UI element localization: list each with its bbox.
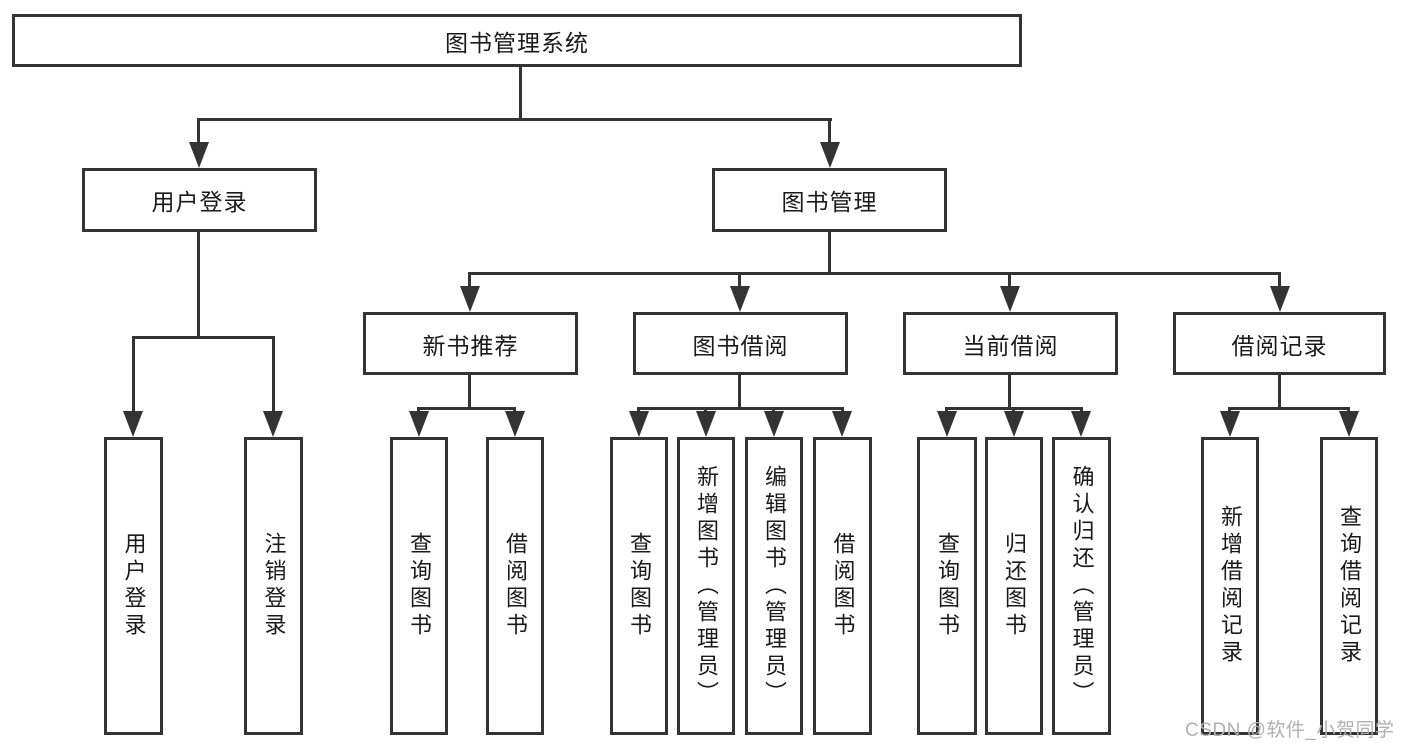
leaf-logout: 注销登录 — [244, 437, 303, 735]
connector-borrow-stem — [738, 375, 741, 410]
connector-mgmt-arm-1 — [468, 272, 471, 290]
node-current-borrow-label: 当前借阅 — [962, 332, 1059, 359]
leaf-borrow-add-books-admin: 新增图书（管理员） — [677, 437, 735, 735]
leaf-logout-label: 注销登录 — [261, 532, 287, 640]
connector-user-stem — [197, 232, 200, 339]
leaf-borrow-query-books-label: 查询图书 — [627, 532, 652, 640]
leaf-current-query-books-label: 查询图书 — [935, 532, 960, 640]
connector-newrec-stem — [468, 375, 471, 410]
leaf-current-query-books: 查询图书 — [917, 437, 977, 735]
leaf-borrow-borrow-books-label: 借阅图书 — [830, 532, 856, 640]
arrowhead-book-borrow — [730, 286, 750, 312]
arrowhead-records-query — [1339, 411, 1359, 437]
connector-borrow-hline — [637, 407, 844, 410]
leaf-records-query-record-label: 查询借阅记录 — [1337, 505, 1362, 667]
connector-records-hline — [1228, 407, 1350, 410]
connector-mgmt-arm-4 — [1278, 272, 1281, 290]
node-borrow-records: 借阅记录 — [1173, 312, 1386, 375]
connector-current-stem — [1008, 375, 1011, 410]
leaf-borrow-edit-books-admin-label: 编辑图书（管理员） — [762, 464, 787, 708]
connector-user-hline — [132, 336, 275, 339]
arrowhead-leaf-logout — [263, 411, 283, 437]
node-root-system: 图书管理系统 — [12, 14, 1022, 67]
connector-mgmt-arm-3 — [1008, 272, 1011, 290]
connector-root-stem — [519, 67, 522, 121]
arrowhead-user-login — [189, 142, 209, 168]
leaf-current-return-books-label: 归还图书 — [1002, 532, 1027, 640]
node-user-login: 用户登录 — [82, 168, 317, 232]
arrowhead-leaf-user-login — [123, 411, 143, 437]
node-book-mgmt: 图书管理 — [712, 168, 947, 232]
leaf-current-return-books: 归还图书 — [985, 437, 1043, 735]
leaf-user-login: 用户登录 — [104, 437, 163, 735]
leaf-newrec-borrow-books: 借阅图书 — [486, 437, 544, 735]
leaf-newrec-query-books-label: 查询图书 — [407, 532, 432, 640]
arrowhead-current-query — [937, 411, 957, 437]
leaf-records-add-record-label: 新增借阅记录 — [1218, 505, 1243, 667]
leaf-borrow-add-books-admin-label: 新增图书（管理员） — [694, 464, 719, 708]
node-book-borrow-label: 图书借阅 — [692, 332, 789, 359]
arrowhead-borrow-borrow — [832, 411, 852, 437]
arrowhead-borrow-edit — [764, 411, 784, 437]
arrowhead-book-mgmt — [820, 142, 840, 168]
leaf-borrow-query-books: 查询图书 — [610, 437, 668, 735]
connector-root-arm-left — [197, 118, 200, 146]
connector-mgmt-hline — [468, 272, 1281, 275]
connector-user-arm-right — [272, 336, 275, 415]
leaf-current-confirm-return-admin-label: 确认归还（管理员） — [1069, 464, 1095, 708]
arrowhead-new-rec — [460, 286, 480, 312]
arrowhead-records-add — [1220, 411, 1240, 437]
leaf-borrow-borrow-books: 借阅图书 — [813, 437, 872, 735]
arrowhead-borrow-add — [696, 411, 716, 437]
arrowhead-current-borrow — [1000, 286, 1020, 312]
connector-root-hline — [197, 118, 832, 121]
arrowhead-borrow-query — [629, 411, 649, 437]
arrowhead-borrow-records — [1270, 286, 1290, 312]
node-current-borrow: 当前借阅 — [903, 312, 1118, 375]
node-book-borrow: 图书借阅 — [633, 312, 848, 375]
leaf-newrec-borrow-books-label: 借阅图书 — [503, 532, 528, 640]
leaf-records-query-record: 查询借阅记录 — [1320, 437, 1378, 735]
node-borrow-records-label: 借阅记录 — [1231, 332, 1328, 359]
connector-mgmt-arm-2 — [738, 272, 741, 290]
leaf-user-login-label: 用户登录 — [121, 532, 147, 640]
connector-root-arm-right — [828, 118, 831, 146]
connector-user-arm-left — [132, 336, 135, 415]
connector-mgmt-stem — [828, 232, 831, 275]
leaf-newrec-query-books: 查询图书 — [390, 437, 448, 735]
arrowhead-newrec-borrow — [505, 411, 525, 437]
node-user-login-label: 用户登录 — [151, 189, 248, 215]
node-root-label: 图书管理系统 — [445, 29, 589, 56]
node-new-rec-label: 新书推荐 — [422, 332, 519, 359]
leaf-borrow-edit-books-admin: 编辑图书（管理员） — [745, 437, 803, 735]
connector-newrec-hline — [417, 407, 516, 410]
arrowhead-newrec-query — [409, 411, 429, 437]
arrowhead-current-confirm — [1071, 411, 1091, 437]
node-new-rec: 新书推荐 — [363, 312, 578, 375]
leaf-current-confirm-return-admin: 确认归还（管理员） — [1052, 437, 1111, 735]
watermark: CSDN @软件_小贺同学 — [1185, 720, 1395, 741]
node-book-mgmt-label: 图书管理 — [781, 189, 878, 215]
leaf-records-add-record: 新增借阅记录 — [1201, 437, 1259, 735]
arrowhead-current-return — [1004, 411, 1024, 437]
connector-records-stem — [1278, 375, 1281, 410]
